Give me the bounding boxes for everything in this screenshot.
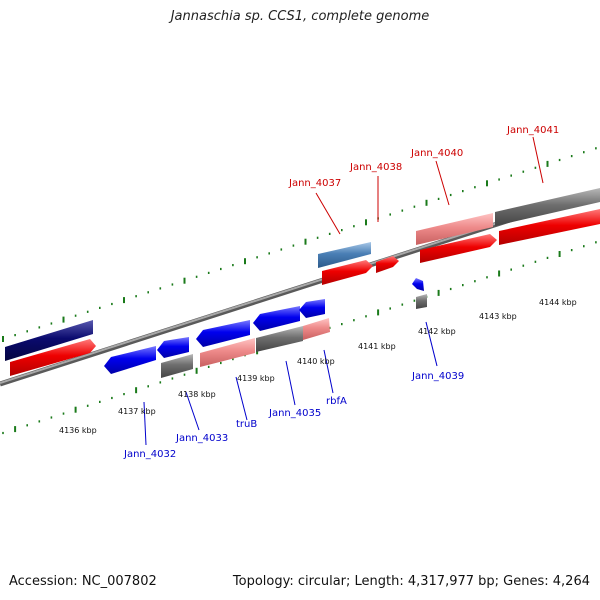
- gene-label-jann-4033[interactable]: Jann_4033: [175, 433, 228, 444]
- gene-jann-4032[interactable]: [104, 346, 156, 374]
- gene-jann-4033-gray[interactable]: [161, 354, 193, 378]
- forward-strand-genes: [5, 188, 600, 376]
- gene-jann-4041[interactable]: [499, 209, 600, 245]
- tick-label-4140: 4140 kbp: [297, 357, 335, 366]
- gene-rbfa-light[interactable]: [303, 318, 330, 340]
- label-leader-lines: [143, 136, 544, 446]
- tick-label-4138: 4138 kbp: [178, 390, 216, 399]
- gene-label-jann-4038[interactable]: Jann_4038: [349, 162, 402, 173]
- gene-label-jann-4040[interactable]: Jann_4040: [410, 148, 463, 159]
- gene-label-trub[interactable]: truB: [236, 419, 257, 430]
- gene-jann-4037[interactable]: [322, 260, 373, 285]
- gene-jann-4035-gray[interactable]: [256, 326, 303, 352]
- gene-jann-4040-top[interactable]: [416, 213, 493, 245]
- gene-jann-4039-gray[interactable]: [416, 294, 427, 309]
- tick-label-4144: 4144 kbp: [539, 298, 577, 307]
- gene-trub[interactable]: [196, 320, 250, 347]
- gene-jann-4040[interactable]: [420, 234, 497, 263]
- gene-jann-4037-top[interactable]: [318, 242, 371, 268]
- gene-label-jann-4037[interactable]: Jann_4037: [288, 178, 341, 189]
- gene-jann-4038[interactable]: [376, 256, 399, 273]
- ruler-labels: 4141 kbp 4142 kbp 4143 kbp 4144 kbp 4136…: [59, 298, 577, 435]
- reverse-strand-genes[interactable]: [104, 278, 427, 378]
- reverse-gene-labels: Jann_4032 Jann_4033 truB Jann_4035 rbfA …: [123, 371, 464, 460]
- upper-position-ruler: [2, 147, 597, 342]
- gene-label-jann-4041[interactable]: Jann_4041: [506, 125, 559, 136]
- tick-label-4143: 4143 kbp: [479, 312, 517, 321]
- gene-label-jann-4035[interactable]: Jann_4035: [268, 408, 321, 419]
- gene-forward-red[interactable]: [10, 339, 96, 376]
- tick-label-4136: 4136 kbp: [59, 426, 97, 435]
- gene-forward-navy[interactable]: [5, 320, 93, 361]
- gene-trub-light[interactable]: [200, 338, 255, 367]
- tick-label-4141: 4141 kbp: [358, 342, 396, 351]
- gene-label-jann-4032[interactable]: Jann_4032: [123, 449, 176, 460]
- gene-label-jann-4039[interactable]: Jann_4039: [411, 371, 464, 382]
- tick-label-4139: 4139 kbp: [237, 374, 275, 383]
- gene-rbfa[interactable]: [299, 299, 325, 318]
- gene-jann-4033[interactable]: [157, 337, 189, 358]
- tick-label-4142: 4142 kbp: [418, 327, 456, 336]
- accession-text: Accession: NC_007802: [9, 574, 157, 589]
- forward-gene-labels: Jann_4037 Jann_4038 Jann_4040 Jann_4041: [288, 125, 559, 189]
- gene-jann-4039[interactable]: [412, 278, 424, 291]
- gene-jann-4035[interactable]: [253, 306, 300, 331]
- gene-jann-4041-top[interactable]: [495, 188, 600, 226]
- page-title: Jannaschia sp. CCS1, complete genome: [170, 9, 430, 24]
- gene-label-rbfa[interactable]: rbfA: [326, 396, 347, 407]
- tick-label-4137: 4137 kbp: [118, 407, 156, 416]
- genome-stats-text: Topology: circular; Length: 4,317,977 bp…: [232, 574, 590, 589]
